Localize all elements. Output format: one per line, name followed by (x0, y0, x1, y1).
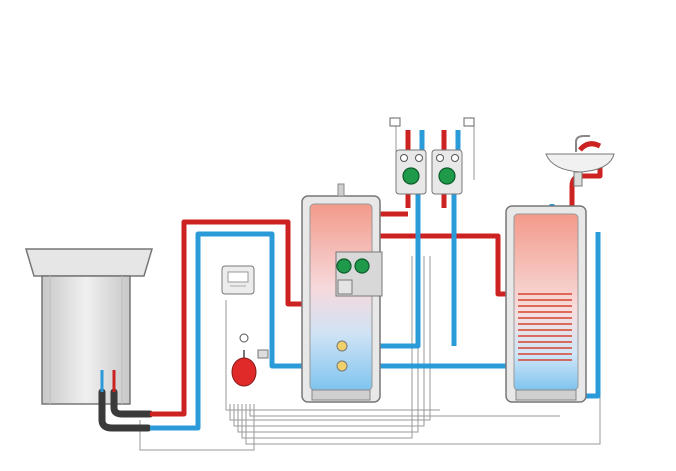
heat-pump-outdoor-unit (24, 248, 154, 405)
pump-icon (336, 258, 352, 274)
gauge-icon (415, 154, 423, 162)
expansion-vessel (231, 333, 269, 387)
dhw-cylinder (505, 205, 587, 403)
faucet-icon (575, 135, 590, 152)
heat-exchanger-coil (518, 293, 572, 361)
pump-icon (354, 258, 370, 274)
gauge-icon (400, 154, 408, 162)
valve-icon (336, 340, 348, 352)
pump-icon (438, 167, 456, 185)
gauge-icon (451, 154, 459, 162)
heating-circuit-2 (431, 149, 463, 195)
control-wiring (139, 120, 601, 451)
buffer-pump-group (335, 251, 383, 372)
controller (221, 265, 255, 295)
heating-circuit-1 (395, 149, 427, 195)
wash-basin (545, 135, 615, 187)
gauge-icon (436, 154, 444, 162)
room-sensor-icons (389, 117, 475, 127)
pressure-gauge-icon (239, 333, 249, 343)
valve-icon (336, 360, 348, 372)
pump-icon (402, 167, 420, 185)
buffer-tank (301, 183, 381, 403)
pre-insulated-pipes (98, 388, 154, 432)
